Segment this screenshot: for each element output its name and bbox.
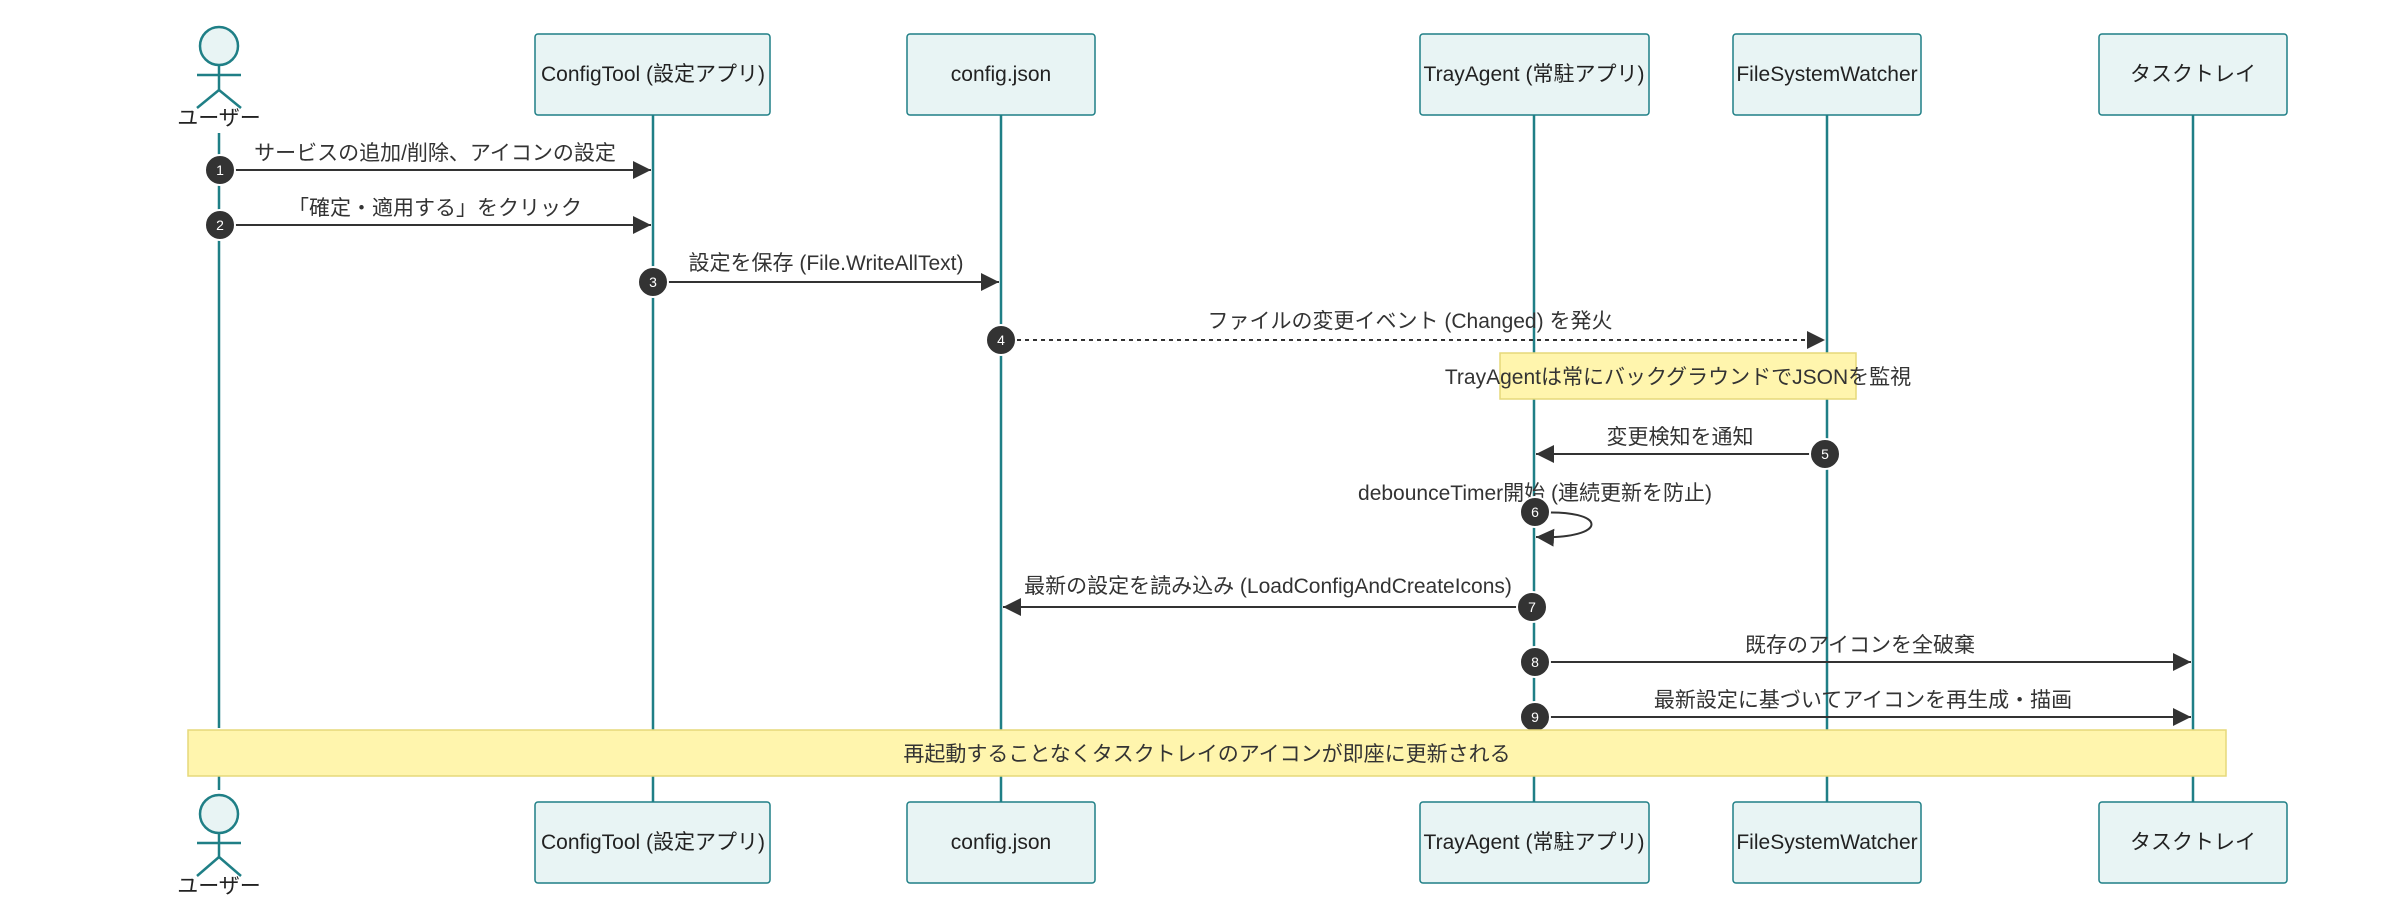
participant-configtool-bottom: ConfigTool (設定アプリ) (534, 801, 771, 884)
participant-box (1732, 33, 1922, 116)
message-7: 最新の設定を読み込み (LoadConfigAndCreateIcons) 7 (1003, 575, 1548, 623)
step-marker (204, 154, 236, 186)
actor-label: ユーザー (177, 107, 261, 130)
participant-box (1419, 801, 1650, 884)
actor-leg-left (196, 856, 220, 877)
actor-user-top: ユーザー (177, 25, 261, 130)
participant-box (2098, 801, 2288, 884)
message-arrow (1535, 511, 1593, 547)
participant-tasktray-bottom: タスクトレイ (2098, 801, 2288, 884)
message-9: 最新設定に基づいてアイコンを再生成・描画 9 (1519, 689, 2191, 733)
participant-fsw-bottom: FileSystemWatcher (1732, 801, 1922, 884)
note-box (187, 729, 2227, 777)
step-number: 2 (216, 217, 224, 233)
step-number: 7 (1528, 599, 1536, 615)
message-label: 設定を保存 (File.WriteAllText) (689, 252, 964, 275)
step-number: 8 (1531, 654, 1539, 670)
actor-leg-right (218, 89, 242, 109)
participant-label: ConfigTool (設定アプリ) (541, 831, 765, 854)
message-label: 既存のアイコンを全破棄 (1745, 634, 1975, 657)
step-number: 6 (1531, 504, 1539, 520)
message-label: 最新設定に基づいてアイコンを再生成・描画 (1654, 689, 2072, 712)
message-1: サービスの追加/削除、アイコンの設定 1 (204, 142, 651, 186)
step-number: 4 (997, 332, 1005, 348)
message-label: 変更検知を通知 (1607, 426, 1754, 449)
message-8: 既存のアイコンを全破棄 8 (1519, 634, 2191, 678)
step-number: 3 (649, 274, 657, 290)
participant-configjson-top: config.json (906, 33, 1096, 116)
message-3: 設定を保存 (File.WriteAllText) 3 (637, 252, 999, 298)
participant-box (2098, 33, 2288, 116)
participant-trayagent-bottom: TrayAgent (常駐アプリ) (1419, 801, 1650, 884)
participant-label: FileSystemWatcher (1736, 63, 1917, 86)
message-6: debounceTimer開始 (連続更新を防止) 6 (1358, 482, 1712, 547)
participant-trayagent-top: TrayAgent (常駐アプリ) (1419, 33, 1650, 116)
participant-label: config.json (951, 63, 1051, 86)
note-label: TrayAgentは常にバックグラウンドでJSONを監視 (1445, 366, 1911, 389)
participant-box (1732, 801, 1922, 884)
participant-box (906, 801, 1096, 884)
participant-box (534, 801, 771, 884)
actor-leg-left (196, 89, 220, 109)
participant-label: TrayAgent (常駐アプリ) (1424, 831, 1645, 854)
message-5: 変更検知を通知 5 (1536, 426, 1841, 470)
note-result: 再起動することなくタスクトレイのアイコンが即座に更新される (187, 729, 2227, 777)
actor-head (198, 25, 240, 67)
message-label: 「確定・適用する」をクリック (288, 197, 582, 220)
step-number: 5 (1821, 446, 1829, 462)
note-label: 再起動することなくタスクトレイのアイコンが即座に更新される (903, 743, 1510, 766)
step-marker (1519, 496, 1551, 528)
message-label: debounceTimer開始 (連続更新を防止) (1358, 482, 1712, 505)
participant-configjson-bottom: config.json (906, 801, 1096, 884)
participant-box (1419, 33, 1650, 116)
actor-head (198, 793, 240, 835)
participant-label: ConfigTool (設定アプリ) (541, 63, 765, 86)
step-marker (637, 266, 669, 298)
step-marker (1809, 438, 1841, 470)
participant-label: config.json (951, 831, 1051, 854)
message-2: 「確定・適用する」をクリック 2 (204, 197, 651, 241)
step-number: 9 (1531, 709, 1539, 725)
actor-user-bottom: ユーザー (177, 793, 261, 898)
step-number: 1 (216, 162, 224, 178)
participant-label: タスクトレイ (2130, 63, 2256, 86)
actor-leg-right (218, 856, 242, 877)
note-box (1499, 352, 1857, 400)
note-monitoring: TrayAgentは常にバックグラウンドでJSONを監視 (1445, 352, 1911, 400)
participant-box (534, 33, 771, 116)
step-marker (1519, 646, 1551, 678)
step-marker (1516, 591, 1548, 623)
message-label: 最新の設定を読み込み (LoadConfigAndCreateIcons) (1024, 575, 1512, 598)
actor-label: ユーザー (177, 875, 261, 898)
participant-fsw-top: FileSystemWatcher (1732, 33, 1922, 116)
participant-box (906, 33, 1096, 116)
message-label: サービスの追加/削除、アイコンの設定 (254, 142, 616, 165)
participant-label: タスクトレイ (2130, 831, 2256, 854)
message-4: ファイルの変更イベント (Changed) を発火 4 (985, 310, 1825, 356)
participant-tasktray-top: タスクトレイ (2098, 33, 2288, 116)
message-label: ファイルの変更イベント (Changed) を発火 (1208, 310, 1613, 333)
participant-label: FileSystemWatcher (1736, 831, 1917, 854)
step-marker (204, 209, 236, 241)
step-marker (985, 324, 1017, 356)
participant-label: TrayAgent (常駐アプリ) (1424, 63, 1645, 86)
participant-configtool-top: ConfigTool (設定アプリ) (534, 33, 771, 116)
